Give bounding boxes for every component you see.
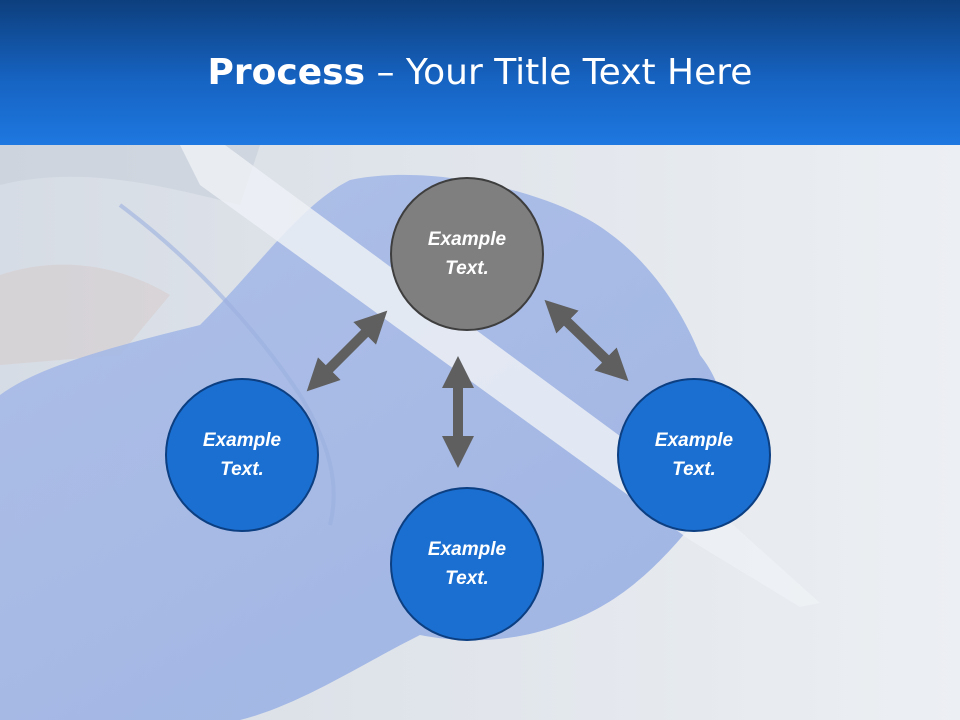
process-node-left: Example Text. [165,378,319,532]
arrow-top-left [306,310,388,392]
node-label-right: Example Text. [654,430,734,480]
title-bold: Process [207,52,366,93]
node-label-bottom: Example Text. [427,539,507,589]
process-node-top: Example Text. [390,177,544,331]
title-banner [0,0,960,145]
node-label-left: Example Text. [202,430,282,480]
slide-title: Process – Your Title Text Here [0,52,960,93]
arrow-top-right [544,299,629,382]
node-label-top: Example Text. [427,229,507,279]
process-node-right: Example Text. [617,378,771,532]
process-node-bottom: Example Text. [390,487,544,641]
title-rest: – Your Title Text Here [365,52,753,93]
